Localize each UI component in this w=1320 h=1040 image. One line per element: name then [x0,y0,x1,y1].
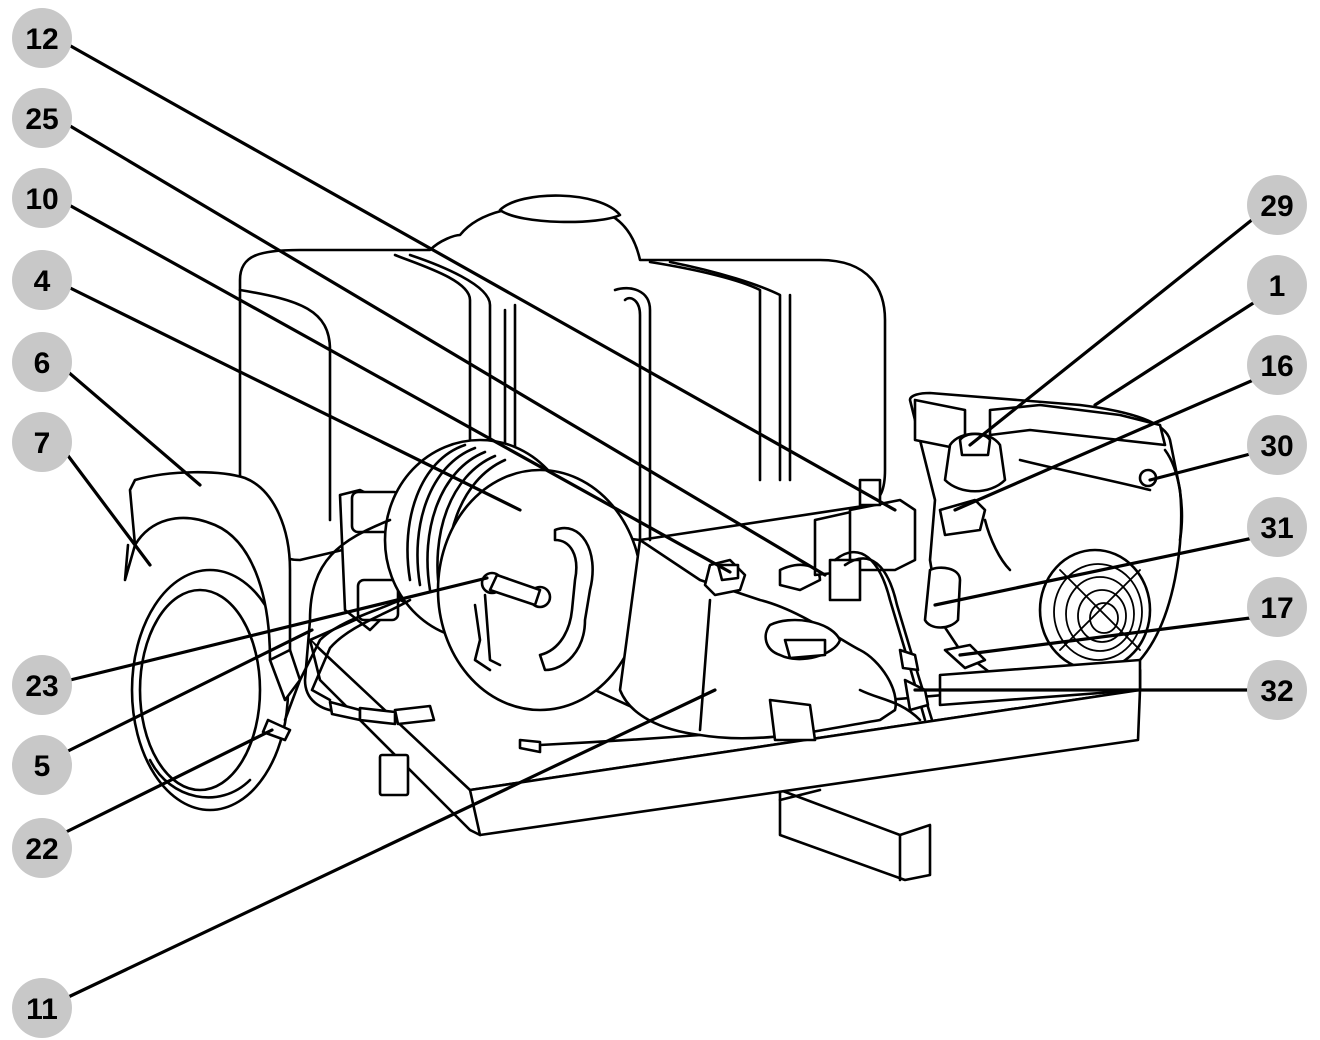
callout-labels: 12 25 10 4 6 7 23 5 [12,8,1307,1038]
leader-1 [1093,298,1260,407]
leader-4 [58,281,522,512]
callout-22-label: 22 [25,833,58,866]
callout-17-label: 17 [1260,592,1293,625]
callout-30: 30 [1247,415,1307,475]
callout-7: 7 [12,412,72,472]
leader-22 [58,728,274,837]
pump-base [518,538,922,754]
callout-16-label: 16 [1260,350,1293,383]
engine [908,391,1184,707]
callout-16: 16 [1247,335,1307,395]
leader-16 [953,376,1260,512]
leader-25 [58,118,827,577]
callout-29: 29 [1247,175,1307,235]
callout-12-label: 12 [25,23,58,56]
leader-6 [58,363,202,487]
leader-11 [60,688,717,1002]
callout-11-label: 11 [26,993,58,1026]
leader-29 [968,213,1260,447]
callout-12: 12 [12,8,72,68]
callout-29-label: 29 [1260,190,1293,223]
spray-tank [238,194,887,562]
callout-32-label: 32 [1260,675,1293,708]
leader-7 [58,443,152,567]
leader-5 [58,628,314,757]
callout-30-label: 30 [1260,430,1293,463]
callout-25: 25 [12,88,72,148]
leader-10 [58,198,732,574]
pump-and-regulator [813,478,934,722]
callout-10-label: 10 [25,183,58,216]
callout-6: 6 [12,332,72,392]
callout-4: 4 [12,250,72,310]
callout-23-label: 23 [25,670,58,703]
callout-5: 5 [12,735,72,795]
callout-5-label: 5 [34,750,51,783]
callout-31-label: 31 [1260,512,1293,545]
callout-17: 17 [1247,577,1307,637]
callout-10: 10 [12,168,72,228]
leader-23 [60,576,489,684]
callout-4-label: 4 [34,265,51,298]
leader-31 [933,535,1260,607]
callout-1-label: 1 [1269,270,1286,303]
callout-32: 32 [1247,660,1307,720]
callout-23: 23 [12,655,72,715]
callout-7-label: 7 [34,427,51,460]
leader-17 [958,615,1260,657]
callout-6-label: 6 [34,347,51,380]
leader-30 [1148,450,1260,482]
sprayer-illustration [123,194,1184,882]
leader-12 [58,38,897,512]
reel-hoses [261,518,436,742]
wheel-and-fender [123,470,302,812]
callout-31: 31 [1247,497,1307,557]
callout-11: 11 [12,978,72,1038]
hitch-tongue [778,788,932,882]
leader-lines [58,38,1260,1002]
callout-22: 22 [12,818,72,878]
callout-1: 1 [1247,255,1307,315]
callout-25-label: 25 [25,103,58,136]
